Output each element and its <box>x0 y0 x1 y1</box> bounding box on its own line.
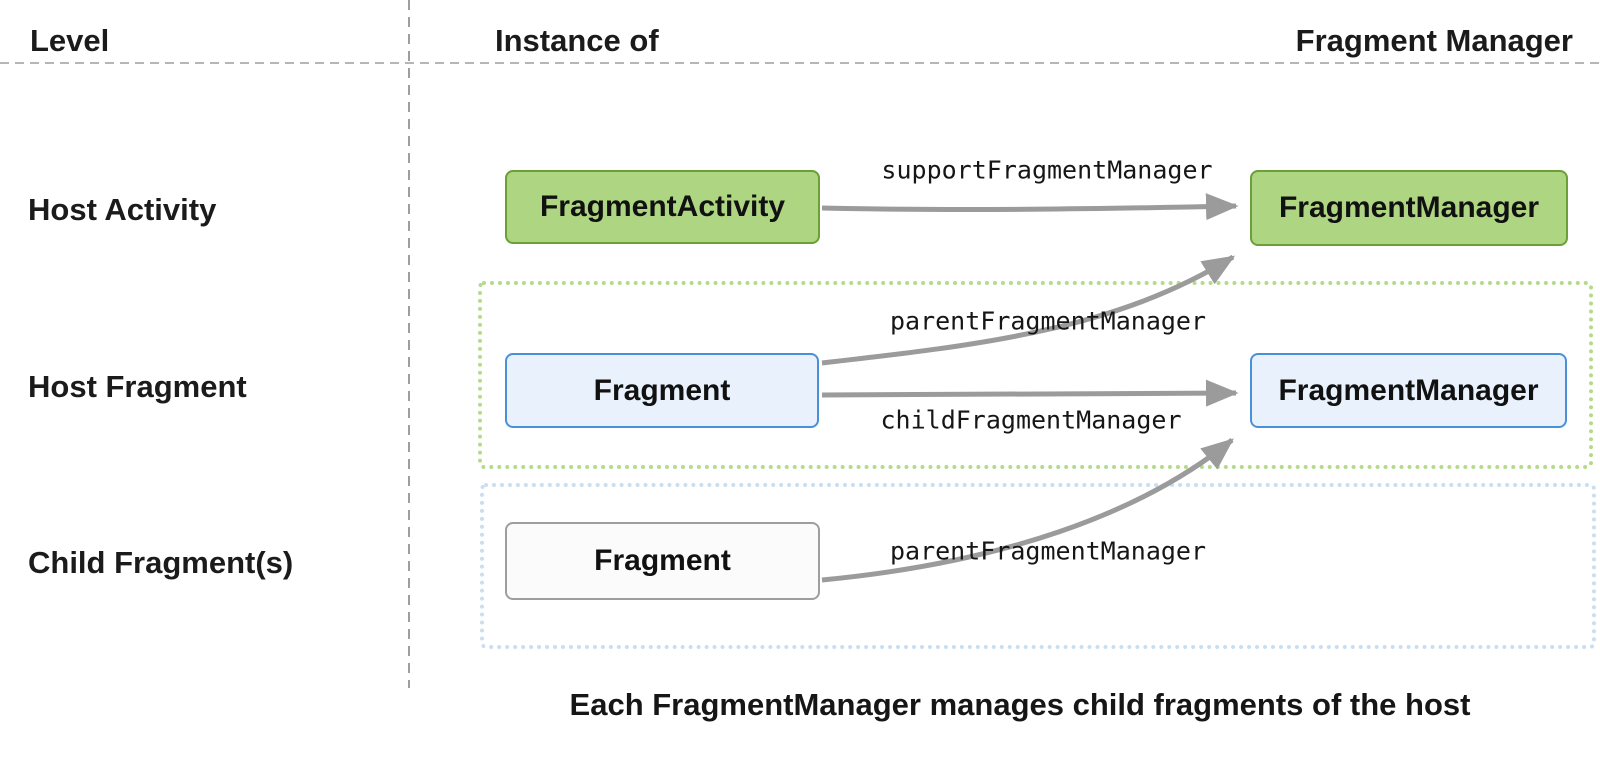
edge-label-child-fragment-manager: childFragmentManager <box>880 405 1182 435</box>
node-fragment-manager-activity: FragmentManager <box>1250 170 1568 246</box>
node-host-fragment: Fragment <box>505 353 819 428</box>
node-fragment-manager-host-fragment: FragmentManager <box>1250 353 1567 428</box>
node-child-fragment: Fragment <box>505 522 820 600</box>
arrow-support-fragment-manager <box>821 193 1239 221</box>
edge-label-parent-fragment-manager-child: parentFragmentManager <box>889 536 1207 566</box>
row-label-host-activity: Host Activity <box>28 192 217 227</box>
column-header-instance-of: Instance of <box>495 23 659 58</box>
edge-label-parent-fragment-manager-host: parentFragmentManager <box>889 306 1207 336</box>
row-label-child-fragments: Child Fragment(s) <box>28 545 294 580</box>
diagram-caption: Each FragmentManager manages child fragm… <box>569 687 1471 722</box>
edge-label-support-fragment-manager: supportFragmentManager <box>881 155 1213 185</box>
node-fragment-activity: FragmentActivity <box>505 170 820 244</box>
column-header-fragment-manager: Fragment Manager <box>1295 23 1573 58</box>
row-label-host-fragment: Host Fragment <box>28 369 247 404</box>
column-header-level: Level <box>30 23 110 58</box>
